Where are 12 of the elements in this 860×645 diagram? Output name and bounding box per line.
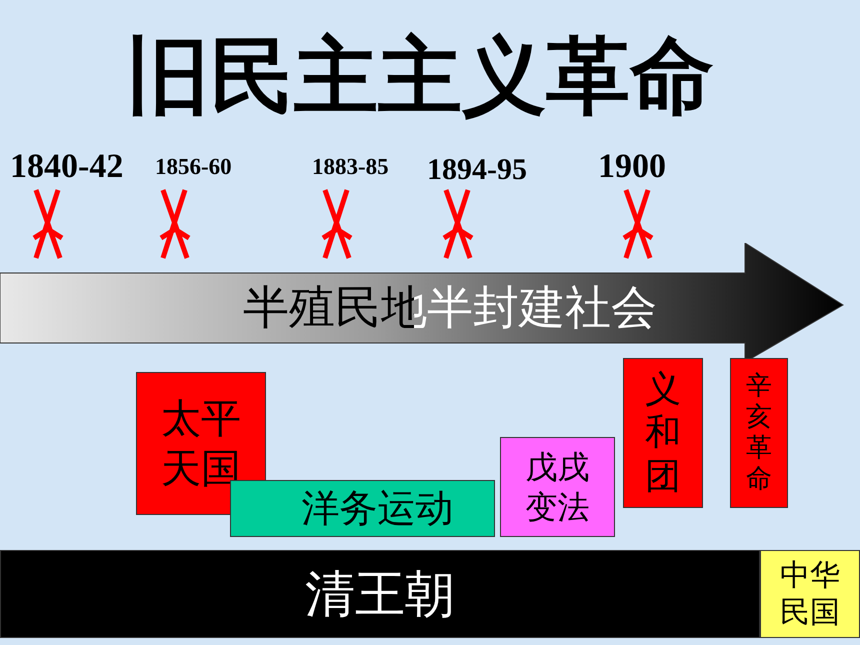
date-label: 1894-95	[427, 155, 527, 185]
dynasty-bar: 清王朝	[0, 550, 760, 638]
date-label: 1900	[598, 150, 666, 184]
event-box: 义和团	[623, 358, 703, 508]
event-box: 辛亥革命	[730, 358, 788, 508]
event-box: 戊戌变法	[500, 437, 615, 537]
date-label: 1883-85	[312, 155, 389, 178]
date-label: 1840-42	[10, 150, 124, 184]
date-label: 1856-60	[155, 155, 232, 178]
dynasty-bar: 中华民国	[760, 550, 860, 638]
event-box: 洋务运动	[230, 480, 495, 537]
title: 旧民主主义革命	[125, 28, 715, 125]
